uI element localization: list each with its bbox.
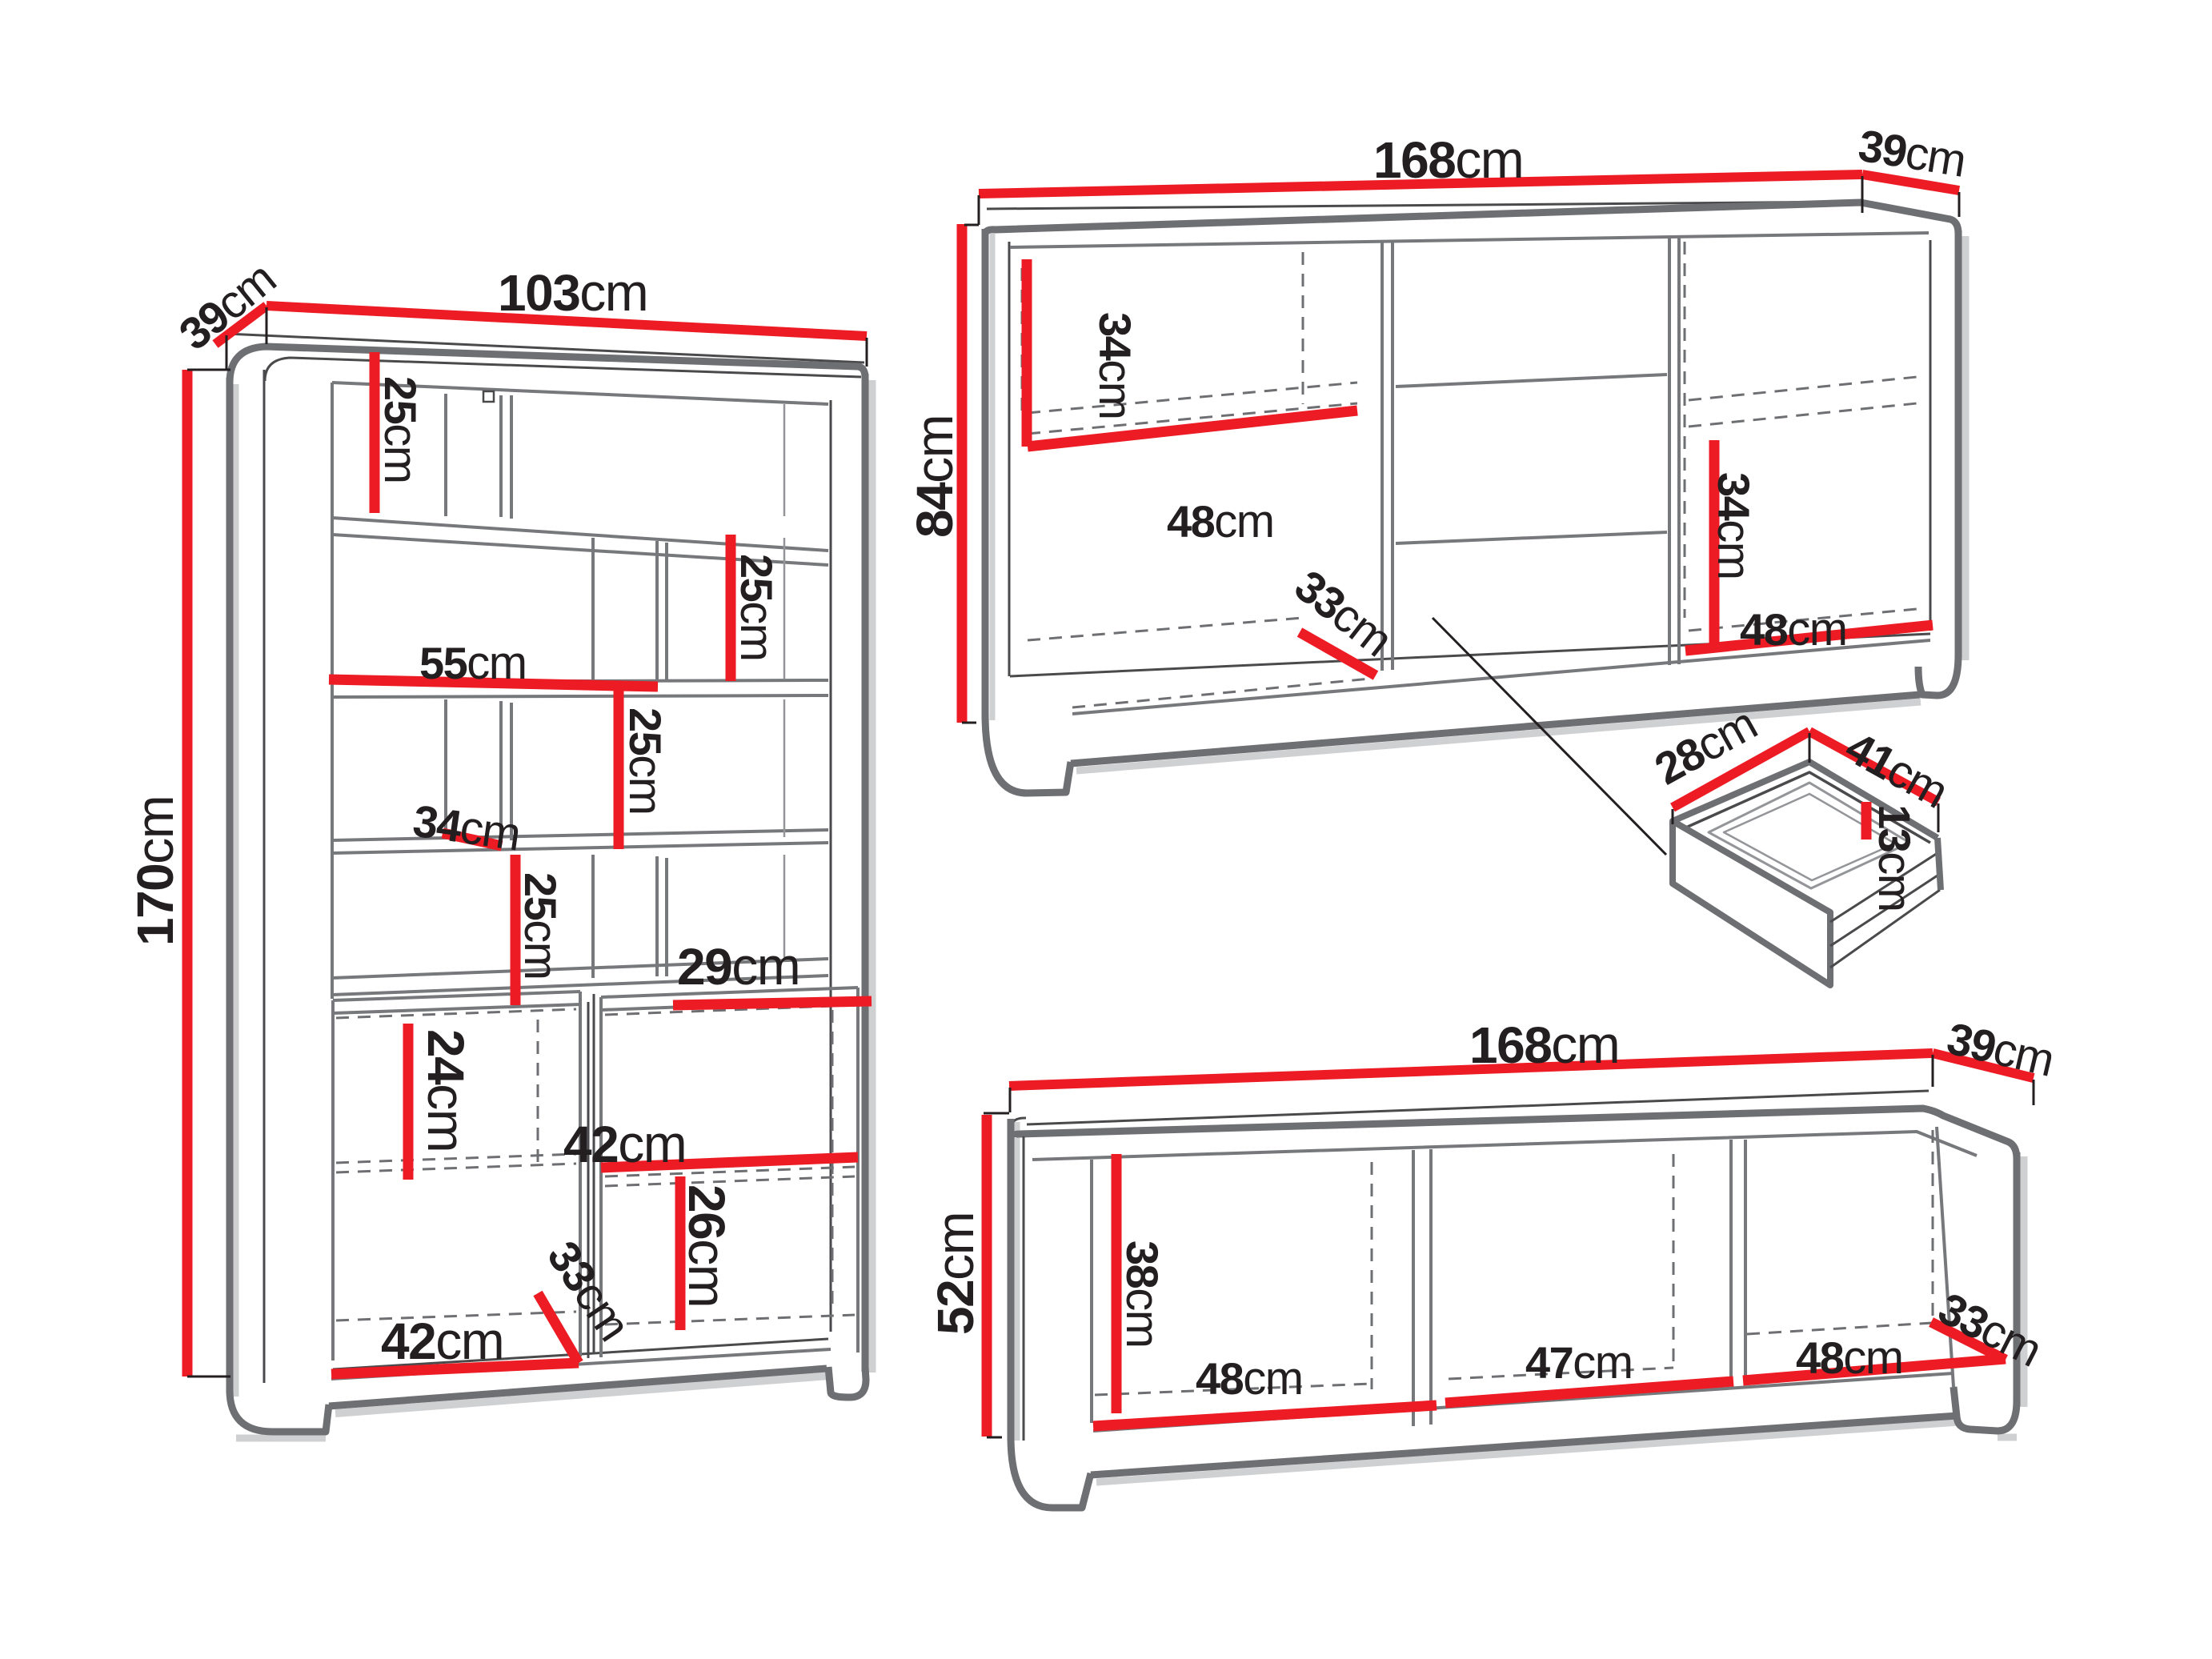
svg-text:24cm: 24cm xyxy=(417,1029,476,1152)
svg-text:48cm: 48cm xyxy=(1196,1352,1303,1405)
svg-text:48cm: 48cm xyxy=(1740,603,1847,655)
svg-text:25cm: 25cm xyxy=(515,872,567,980)
svg-text:29cm: 29cm xyxy=(677,936,799,996)
svg-text:168cm: 168cm xyxy=(1469,1015,1619,1074)
svg-text:84cm: 84cm xyxy=(904,415,964,538)
svg-text:25cm: 25cm xyxy=(731,554,783,661)
svg-text:42cm: 42cm xyxy=(563,1114,686,1173)
svg-text:25cm: 25cm xyxy=(375,376,427,483)
svg-text:26cm: 26cm xyxy=(678,1184,737,1307)
svg-text:47cm: 47cm xyxy=(1525,1336,1633,1389)
svg-text:13cm: 13cm xyxy=(1869,804,1921,912)
svg-text:39cm: 39cm xyxy=(1942,1012,2058,1086)
svg-text:25cm: 25cm xyxy=(619,707,671,815)
svg-text:168cm: 168cm xyxy=(1373,130,1523,189)
svg-text:48cm: 48cm xyxy=(1796,1332,1903,1384)
svg-text:39cm: 39cm xyxy=(1855,119,1969,187)
svg-text:42cm: 42cm xyxy=(381,1311,503,1370)
svg-text:170cm: 170cm xyxy=(125,796,184,946)
svg-text:38cm: 38cm xyxy=(1116,1240,1168,1348)
svg-text:34cm: 34cm xyxy=(410,795,523,861)
svg-text:52cm: 52cm xyxy=(925,1212,984,1335)
svg-text:34cm: 34cm xyxy=(1708,472,1760,579)
svg-text:34cm: 34cm xyxy=(1089,312,1141,419)
svg-text:55cm: 55cm xyxy=(419,637,527,689)
svg-text:103cm: 103cm xyxy=(498,262,647,322)
svg-text:48cm: 48cm xyxy=(1167,495,1274,547)
